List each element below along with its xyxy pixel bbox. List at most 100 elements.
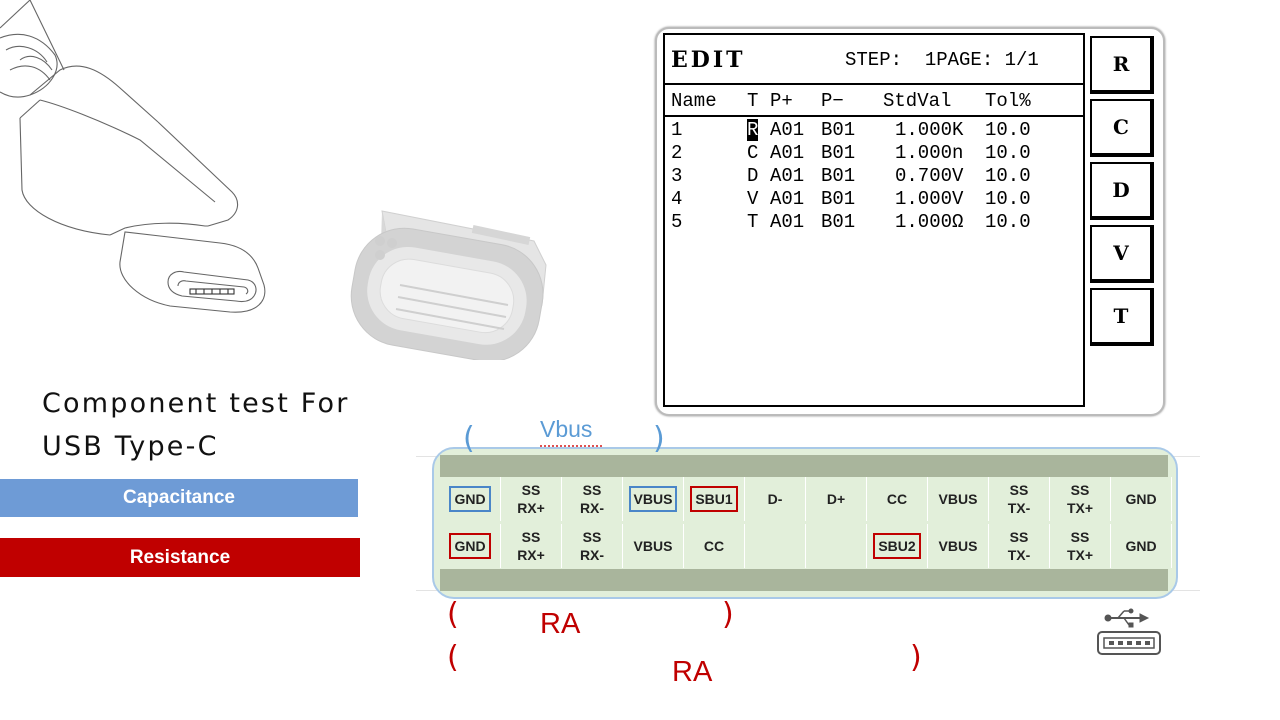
lcd-step-row[interactable]: 4 V A01 B01 1.000V 10.0 [665, 188, 1083, 211]
softkey-t-button[interactable]: T [1090, 288, 1154, 346]
pin-cell-b7 [806, 524, 867, 568]
pin-cell-b4: VBUS [623, 524, 684, 568]
lcd-cell-name: 1 [671, 119, 683, 141]
lcd-cell-pplus: A01 [770, 211, 805, 233]
pin-label: CC [703, 538, 725, 554]
pin-cell-a1: GND [440, 477, 501, 521]
pin-label: VBUS [628, 486, 678, 512]
col-stdval: StdVal [883, 90, 952, 112]
pin-cell-a12: GND [1111, 477, 1172, 521]
softkey-r-button[interactable]: R [1090, 36, 1154, 94]
col-pplus: P+ [770, 90, 793, 112]
lcd-cell-pminus: B01 [821, 188, 856, 210]
lcd-cell-t: V [747, 188, 759, 210]
lcd-cell-stdval: 1.000V [895, 188, 964, 210]
vbus-spell-underline [540, 442, 602, 447]
pin-cell-b6 [745, 524, 806, 568]
pin-label: GND [1125, 538, 1157, 554]
pin-band-top [440, 455, 1168, 477]
pin-cell-b1: GND [440, 524, 501, 568]
lcd-cell-stdval: 0.700V [895, 165, 964, 187]
vbus-bracket-left: ( [463, 421, 475, 456]
lcd-step-row[interactable]: 1 R A01 B01 1.000K 10.0 [665, 119, 1083, 142]
pin-band-bottom [440, 569, 1168, 591]
usb-icon [1097, 608, 1161, 655]
lcd-cell-stdval: 1.000n [895, 142, 964, 164]
lcd-column-header: Name T P+ P− StdVal Tol% [665, 85, 1083, 117]
vbus-annotation: Vbus [540, 416, 593, 442]
pin-cell-a9: VBUS [928, 477, 989, 521]
pin-cell-b8: SBU2 [867, 524, 928, 568]
lcd-cell-pplus: A01 [770, 165, 805, 187]
lcd-cell-t: D [747, 165, 759, 187]
pin-label [833, 544, 839, 548]
lcd-cell-stdval: 1.000K [895, 119, 964, 141]
lcd-cell-pminus: B01 [821, 119, 856, 141]
capacitance-legend: Capacitance [0, 479, 358, 517]
col-pminus: P− [821, 90, 844, 112]
lcd-cell-tol: 10.0 [985, 165, 1031, 187]
pin-cell-b9: VBUS [928, 524, 989, 568]
lcd-cell-tol: 10.0 [985, 119, 1031, 141]
lcd-cell-pplus: A01 [770, 119, 805, 141]
lcd-cell-tol: 10.0 [985, 142, 1031, 164]
lcd-cell-tol: 10.0 [985, 211, 1031, 233]
title-line-2: USB Type-C [42, 431, 219, 462]
title-line-1: Component test For [42, 388, 350, 419]
step-page-label: STEP: 1PAGE: 1/1 [845, 49, 1039, 71]
pin-label: VBUS [938, 538, 978, 554]
pin-cell-a5: SBU1 [684, 477, 745, 521]
lcd-cell-stdval: 1.000Ω [895, 211, 964, 233]
lcd-cell-pplus: A01 [770, 188, 805, 210]
lcd-cell-name: 4 [671, 188, 683, 210]
lcd-cell-t: C [747, 142, 759, 164]
ra-bracket-1-right: ) [722, 597, 734, 632]
pin-cell-a6: D- [745, 477, 806, 521]
pin-label: CC [886, 491, 908, 507]
tester-lcd: EDIT STEP: 1PAGE: 1/1 Name T P+ P− StdVa… [663, 33, 1085, 407]
pin-label: VBUS [633, 538, 673, 554]
vbus-bracket-right: ) [653, 421, 665, 456]
pin-label: D- [767, 491, 783, 507]
ra-annotation-2: RA [672, 656, 713, 688]
pin-cell-a7: D+ [806, 477, 867, 521]
ra-annotation-1: RA [540, 608, 581, 640]
lcd-cell-tol: 10.0 [985, 188, 1031, 210]
lcd-cell-pminus: B01 [821, 211, 856, 233]
softkey-c-button[interactable]: C [1090, 99, 1154, 157]
lcd-cell-t: R [747, 119, 759, 141]
softkey-v-button[interactable]: V [1090, 225, 1154, 283]
usb-c-cable-illustration [0, 0, 266, 313]
lcd-cell-name: 3 [671, 165, 683, 187]
pin-label [772, 544, 778, 548]
lcd-cell-t: T [747, 211, 759, 233]
pin-label: GND [449, 533, 491, 559]
lcd-cell-pplus: A01 [770, 142, 805, 164]
page-title: Component test For USB Type-C [42, 382, 350, 468]
lcd-cell-name: 2 [671, 142, 683, 164]
ra-bracket-1-left: ( [447, 597, 459, 632]
lcd-header: EDIT STEP: 1PAGE: 1/1 [665, 35, 1083, 85]
pin-cell-b5: CC [684, 524, 745, 568]
pin-label: GND [449, 486, 491, 512]
pin-cell-a8: CC [867, 477, 928, 521]
pin-label: VBUS [938, 491, 978, 507]
col-name: Name [671, 90, 717, 112]
softkey-d-button[interactable]: D [1090, 162, 1154, 220]
pin-cell-a4: VBUS [623, 477, 684, 521]
